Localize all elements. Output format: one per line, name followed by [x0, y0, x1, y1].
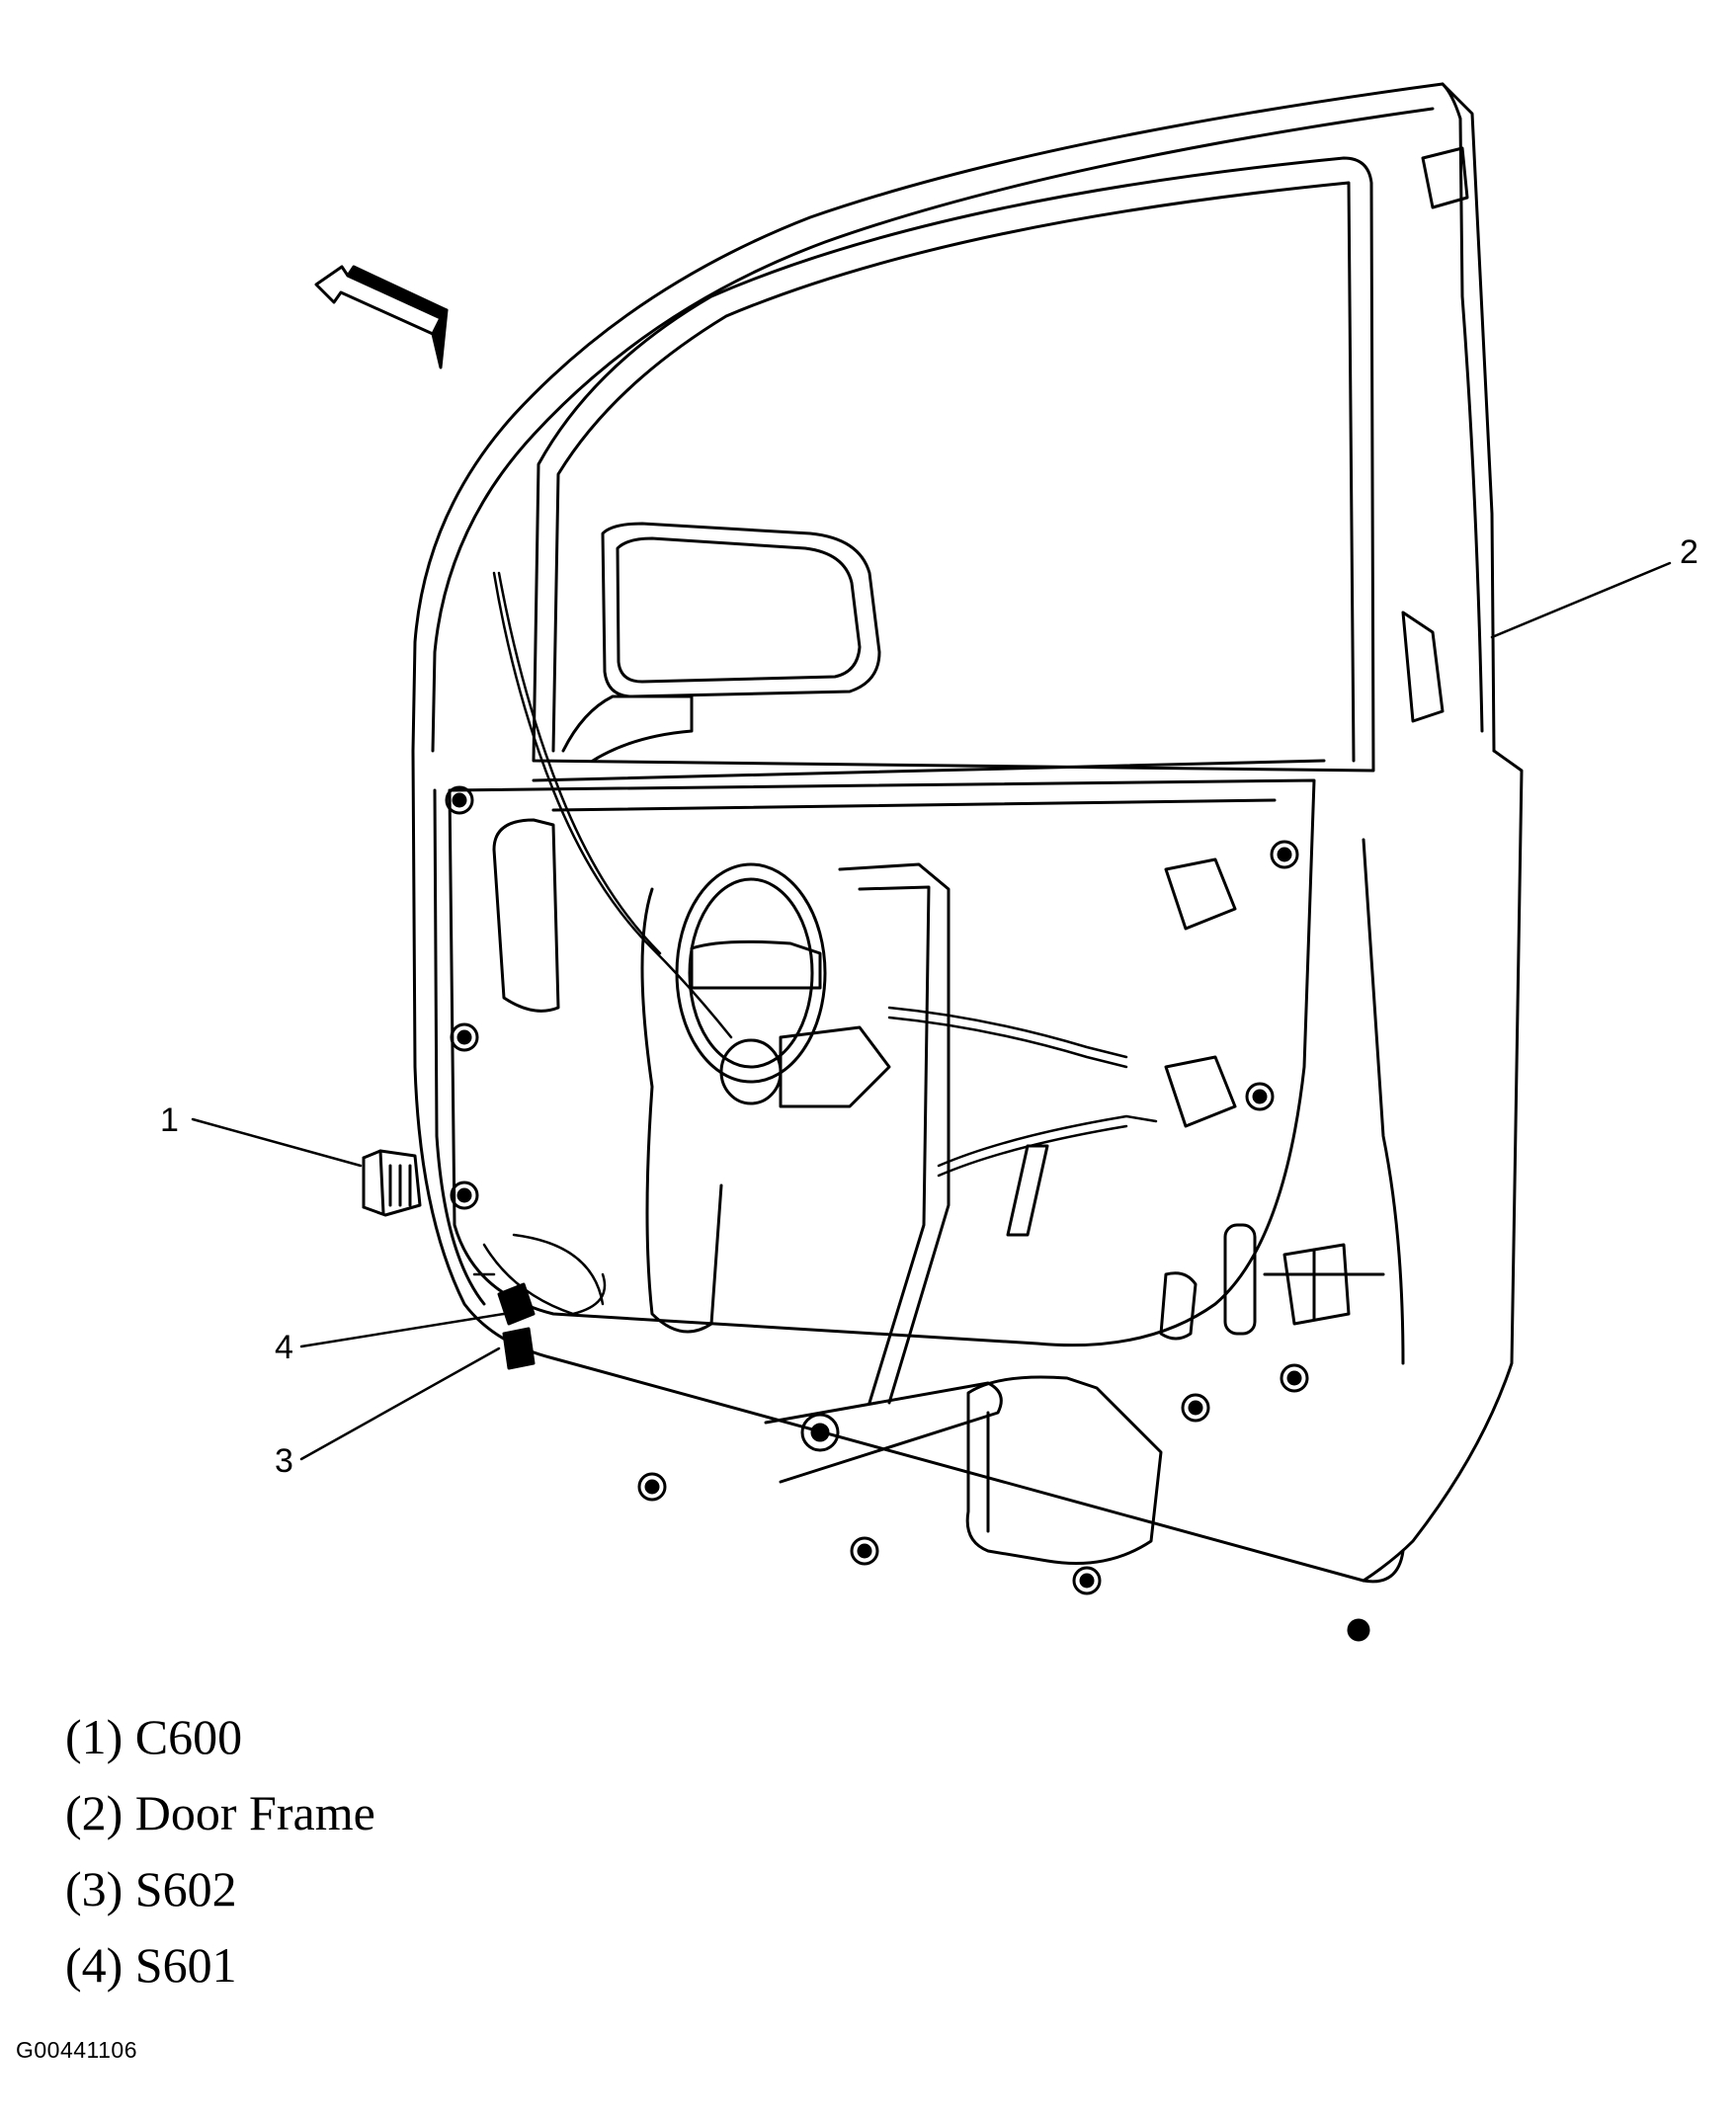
lower-access-cutout	[965, 1375, 1163, 1565]
callout-3-label: 3	[275, 1442, 293, 1480]
callout-1-label: 1	[160, 1101, 179, 1139]
callout-4-label: 4	[275, 1329, 293, 1366]
parts-legend: (1) C600 (2) Door Frame (3) S602 (4) S60…	[65, 1699, 375, 2003]
side-mirror	[561, 522, 881, 763]
door-frame	[411, 82, 1524, 1584]
connector-c600	[362, 1149, 422, 1217]
figure-id: G00441106	[16, 2037, 138, 2063]
wiring-harness	[472, 571, 1158, 1316]
legend-item: (3) S602	[65, 1861, 237, 1916]
callout-2-label: 2	[1680, 533, 1698, 571]
legend-item: (1) C600	[65, 1709, 243, 1764]
splice-s601-s602	[497, 1282, 536, 1370]
callout-leaders	[191, 561, 1672, 1461]
legend-item: (2) Door Frame	[65, 1785, 375, 1840]
mounting-holes	[445, 785, 1370, 1642]
window-regulator	[640, 862, 1049, 1484]
door-wiring-diagram: 1 2 3 4	[160, 82, 1698, 1642]
front-direction-arrow-icon	[314, 265, 449, 369]
window-opening	[532, 156, 1375, 773]
legend-item: (4) S601	[65, 1937, 237, 1993]
hinge-details	[1159, 146, 1469, 1365]
